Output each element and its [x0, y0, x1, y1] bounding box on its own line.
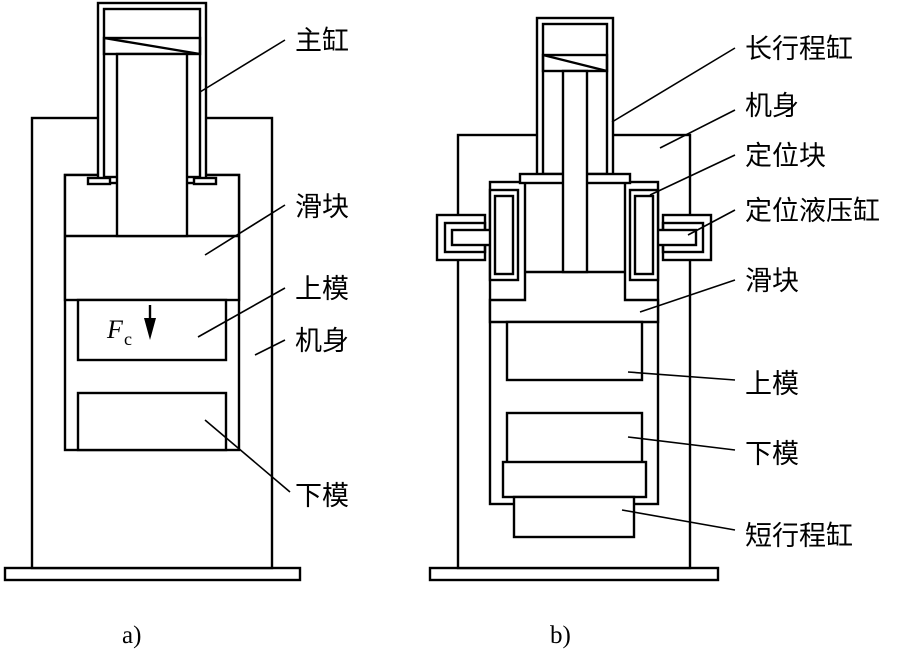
label-frame-a: 机身: [295, 326, 349, 357]
frame-base-b: [428, 566, 720, 582]
piston-rod-a: [115, 52, 189, 238]
label-upper-die-a: 上模: [295, 274, 349, 305]
label-locating-block: 定位块: [745, 141, 826, 172]
label-long-stroke-cylinder: 长行程缸: [745, 34, 853, 65]
label-lower-die-b: 下模: [745, 439, 799, 470]
caption-b: b): [550, 622, 571, 649]
label-main-cylinder: 主缸: [295, 26, 349, 57]
label-slider-b: 滑块: [745, 266, 799, 297]
label-frame-b: 机身: [745, 91, 799, 122]
label-lower-die-a: 下模: [295, 481, 349, 512]
figure-a: F c 主缸 滑块 上模 机身 下模 a): [3, 1, 349, 649]
caption-a: a): [122, 622, 141, 649]
label-slider-a: 滑块: [295, 192, 349, 223]
lower-die-a: [76, 391, 228, 452]
frame-base-a: [3, 566, 302, 582]
short-stroke-cylinder: [501, 460, 648, 499]
force-subscript: c: [124, 329, 132, 349]
force-symbol: F: [106, 315, 124, 344]
upper-die-b: [505, 320, 644, 382]
lower-die-b: [505, 411, 644, 470]
label-short-stroke-cylinder: 短行程缸: [745, 521, 853, 552]
piston-rod-b: [561, 69, 589, 274]
label-locating-hydraulic-cylinder: 定位液压缸: [745, 196, 880, 227]
figure-b: 长行程缸 机身 定位块 定位液压缸 滑块 上模 下模 短行程缸 b): [428, 16, 880, 649]
label-upper-die-b: 上模: [745, 369, 799, 400]
